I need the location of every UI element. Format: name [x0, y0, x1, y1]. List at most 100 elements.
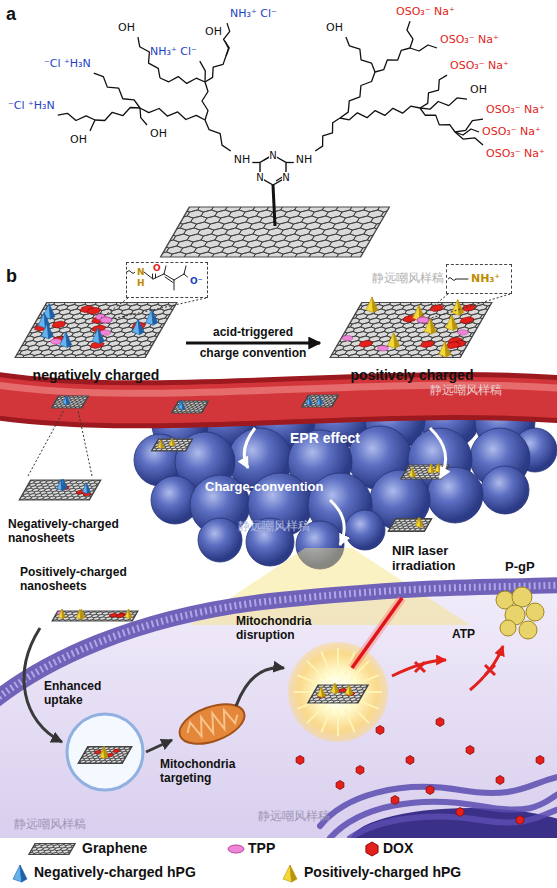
watermark: 静远嘲风样稿 — [258, 810, 330, 823]
atom-label: O⁻ — [190, 277, 202, 286]
bond — [224, 23, 230, 56]
mitochondrion — [174, 696, 250, 751]
burst-ray — [297, 675, 321, 685]
sheet-plane — [300, 291, 527, 369]
cristae — [184, 705, 240, 741]
honeycomb — [172, 401, 209, 413]
step-label: Mitochondria targeting — [160, 758, 252, 786]
sulfate-group: OSO₃⁻ Na⁺ — [396, 6, 455, 18]
sheet-base — [330, 303, 492, 358]
p-gp-protein — [519, 621, 537, 639]
honeycomb — [330, 303, 492, 358]
sulfate-group: OSO₃⁻ Na⁺ — [486, 104, 545, 116]
bond — [152, 274, 153, 278]
amine-group: ⁻Cl ⁺H₃N — [44, 58, 91, 70]
bond — [420, 108, 455, 132]
bond-squiggle — [127, 271, 135, 274]
bond — [456, 279, 468, 280]
bond — [165, 277, 173, 283]
bond — [160, 77, 205, 84]
panel-letter: b — [6, 266, 17, 287]
burst-ray — [321, 709, 331, 733]
hydroxyl-group: OH — [118, 22, 135, 34]
hpg-pyramid-shade — [349, 685, 353, 696]
p-gp-protein — [526, 603, 544, 621]
sheet-plane — [389, 459, 463, 485]
atom-label: H — [137, 279, 145, 288]
dox-molecule — [356, 766, 364, 775]
bond — [200, 61, 206, 82]
bond — [184, 274, 188, 277]
bond — [315, 118, 340, 151]
tumor-cell — [481, 466, 529, 514]
bond — [455, 129, 479, 135]
sheet-plane — [137, 435, 209, 456]
hpg-pyramid-shade — [66, 332, 72, 348]
hpg-pyramid-shade — [161, 440, 164, 448]
dox-molecule — [426, 786, 434, 795]
bond — [225, 41, 229, 56]
structure-inset: NHOO⁻ — [126, 262, 208, 298]
callout-label: Positively-charged nanosheets — [20, 566, 145, 594]
endoplasmic-reticulum — [320, 776, 557, 826]
hpg-pyramid-shade — [452, 315, 458, 331]
graphene-sheet — [40, 391, 102, 412]
bond — [375, 48, 410, 72]
honeycomb — [308, 685, 368, 703]
process-arrow — [430, 428, 446, 478]
tpp-molecule — [378, 346, 389, 351]
p-gp-protein — [500, 620, 516, 636]
dox-molecule — [94, 750, 102, 753]
bond — [58, 113, 95, 120]
disruption-burst — [288, 642, 388, 742]
dox-molecule — [391, 796, 399, 805]
honeycomb — [15, 303, 177, 358]
graphene-sheet — [375, 515, 447, 536]
linker-bond — [273, 185, 275, 226]
honeycomb — [29, 844, 75, 855]
bond — [420, 98, 467, 109]
atom-label: N — [256, 172, 263, 183]
leader-line — [78, 410, 92, 476]
sheet-plane — [375, 515, 447, 536]
hpg-pyramid-shade — [172, 438, 175, 446]
amine-group: NH₃⁺ Cl⁻ — [230, 8, 277, 20]
watermark: 静远嘲风样稿 — [430, 384, 502, 397]
tumor-cell — [198, 518, 242, 562]
hpg-pyramid-shade — [438, 463, 442, 473]
dox-molecule — [116, 614, 125, 618]
cell-cytoplasm — [0, 585, 557, 838]
honeycomb — [302, 395, 339, 407]
graphene-sheet — [290, 679, 389, 709]
sheet-caption: negatively charged — [33, 367, 160, 386]
endoplasmic-reticulum — [350, 808, 557, 838]
dox-molecule — [456, 808, 464, 817]
callout-label: Negatively-charged nanosheets — [8, 518, 128, 546]
sheet-base — [15, 303, 177, 358]
dox-molecule — [496, 776, 504, 785]
watermark: 静远嘲风样稿 — [14, 818, 86, 831]
hpg-pyramid-shade — [80, 610, 84, 620]
bond — [164, 266, 166, 274]
atom-label: NH₃⁺ — [471, 273, 500, 284]
sheet-plane — [120, 192, 436, 272]
hpg-pyramid-shade — [66, 396, 69, 404]
tpp-molecule — [457, 330, 468, 335]
hpg-pyramid-shade — [445, 341, 451, 357]
hpg-pyramid-shade — [412, 468, 416, 478]
sheet-plane — [38, 606, 155, 625]
bond — [202, 82, 208, 120]
amide-group: NH — [296, 154, 313, 166]
hpg-pyramid-shade — [335, 683, 339, 694]
legend-text: Graphene — [82, 841, 147, 856]
hydroxyl-group: OH — [70, 134, 87, 146]
callout-label: NIR laser irradiation — [392, 544, 484, 574]
burst-ray — [337, 710, 339, 736]
burst-ray — [321, 651, 331, 675]
hpg-pyramid-shade — [290, 865, 297, 882]
dox-molecule — [358, 340, 374, 347]
dox-molecule — [536, 756, 544, 765]
hpg-pyramid-shade — [49, 304, 55, 320]
step-label: charge convention — [200, 347, 307, 361]
